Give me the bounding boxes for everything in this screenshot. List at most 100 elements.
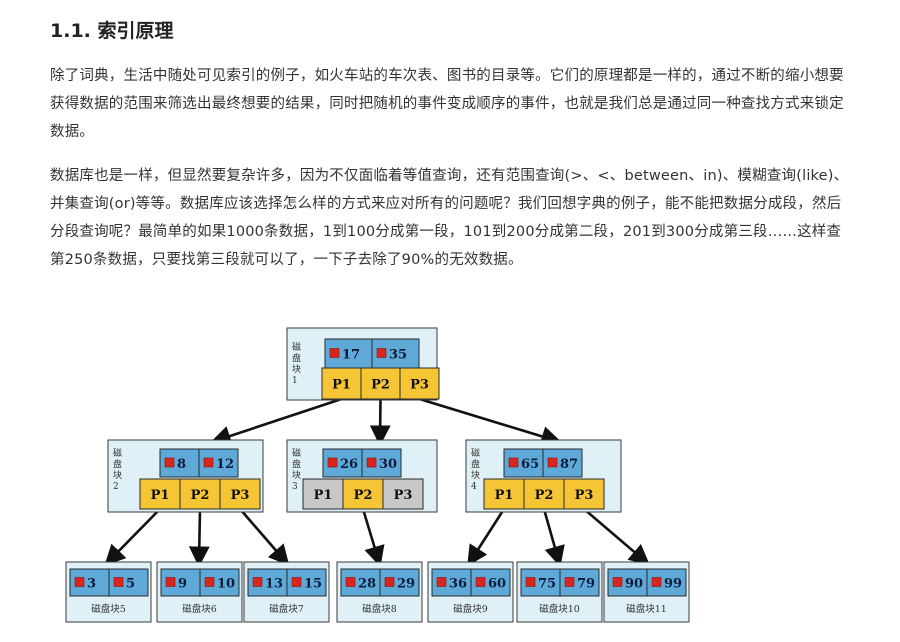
leaf-key-value: 3 — [87, 577, 96, 592]
internal-pointer-label: P3 — [575, 488, 594, 503]
leaf-data-marker — [651, 577, 662, 587]
root-data-marker — [329, 348, 340, 358]
leaf-data-marker — [612, 577, 623, 587]
leaf-node-label: 磁盘块9 — [453, 603, 488, 615]
internal-pointer-label: P2 — [354, 488, 373, 503]
section-heading: 1.1. 索引原理 — [50, 20, 174, 42]
leaf-key-value: 29 — [397, 577, 415, 592]
tree-edge-arrow — [467, 508, 506, 567]
internal-data-marker — [547, 457, 558, 468]
internal-key-value: 30 — [379, 457, 397, 472]
tree-edge-arrow — [188, 508, 210, 568]
root-pointer-cell — [321, 367, 362, 400]
root-pointer-cell — [399, 367, 440, 400]
leaf-node-label: 磁盘块11 — [626, 603, 667, 615]
tree-edge-arrow — [542, 508, 565, 568]
leaf-node-label: 磁盘块8 — [362, 603, 397, 615]
internal-pointer-cell — [139, 478, 181, 510]
internal-pointer-label: P1 — [495, 488, 514, 503]
leaf-data-marker — [113, 577, 124, 587]
leaf-data-marker — [475, 577, 486, 587]
root-pointer-label: P3 — [410, 378, 429, 393]
leaf-key-value: 13 — [265, 577, 283, 592]
leaf-node-label: 磁盘块6 — [182, 603, 217, 615]
internal-pointer-cell — [179, 478, 221, 510]
internal-data-marker — [508, 457, 519, 468]
tree-edge-arrow — [419, 397, 562, 447]
tree-edge-arrow — [210, 397, 342, 446]
internal-pointer-cell — [563, 478, 605, 510]
internal-pointer-label: P3 — [231, 488, 250, 503]
leaf-data-marker — [204, 577, 215, 587]
leaf-key-value: 36 — [449, 577, 467, 592]
leaf-key-value: 9 — [178, 577, 187, 592]
internal-key-value: 12 — [216, 457, 234, 472]
leaf-key-value: 60 — [488, 577, 506, 592]
leaf-key-value: 90 — [625, 577, 643, 592]
leaf-data-marker — [165, 577, 176, 587]
tree-edge-arrow — [104, 508, 161, 566]
internal-data-marker — [366, 457, 377, 468]
root-key-value: 17 — [342, 348, 360, 363]
tree-edge-arrow — [583, 508, 650, 566]
internal-data-marker — [327, 457, 338, 468]
root-data-marker — [376, 348, 387, 358]
internal-pointer-cell — [523, 478, 565, 510]
tree-edge-arrow — [369, 398, 391, 447]
leaf-key-value: 79 — [577, 577, 595, 592]
root-pointer-cell — [360, 367, 401, 400]
root-pointer-label: P2 — [371, 378, 390, 393]
leaf-data-marker — [74, 577, 85, 587]
leaf-data-marker — [345, 577, 356, 587]
internal-pointer-label: P2 — [535, 488, 554, 503]
internal-pointer-label: P1 — [314, 488, 333, 503]
leaf-key-value: 75 — [538, 577, 556, 592]
leaf-key-cell — [286, 568, 327, 597]
leaf-data-marker — [564, 577, 575, 587]
leaf-data-marker — [252, 577, 263, 587]
leaf-key-value: 28 — [358, 577, 376, 592]
leaf-data-marker — [525, 577, 536, 587]
leaf-data-marker — [384, 577, 395, 587]
root-pointer-label: P1 — [332, 378, 351, 393]
tree-edge-arrow — [361, 508, 385, 567]
internal-pointer-label: P3 — [394, 488, 413, 503]
internal-data-marker — [203, 457, 214, 468]
internal-pointer-cell — [342, 478, 384, 510]
tree-edge-arrow — [239, 508, 290, 566]
root-key-value: 35 — [389, 348, 407, 363]
internal-pointer-cell — [483, 478, 525, 510]
leaf-node-label: 磁盘块5 — [91, 603, 126, 615]
paragraph-intro: 除了词典，生活中随处可见索引的例子，如火车站的车次表、图书的目录等。它们的原理都… — [50, 68, 844, 140]
internal-key-value: 26 — [340, 457, 358, 472]
leaf-key-value: 99 — [664, 577, 682, 592]
internal-pointer-cell — [219, 478, 261, 510]
leaf-node: 90 99 磁盘块11 — [603, 561, 690, 623]
internal-key-value: 65 — [521, 457, 539, 472]
leaf-key-value: 5 — [126, 577, 135, 592]
leaf-key-value: 15 — [304, 577, 322, 592]
leaf-node-label: 磁盘块7 — [269, 603, 304, 615]
internal-pointer-cell — [302, 478, 344, 510]
leaf-key-value: 10 — [217, 577, 235, 592]
leaf-node-label: 磁盘块10 — [539, 603, 580, 615]
paragraph-database: 数据库也是一样，但显然要复杂许多，因为不仅面临着等值查询，还有范围查询(>、<、… — [50, 168, 849, 268]
leaf-node: 75 79 磁盘块10 — [516, 561, 603, 623]
internal-key-value: 8 — [177, 457, 186, 472]
internal-pointer-label: P1 — [151, 488, 170, 503]
internal-pointer-cell — [382, 478, 424, 510]
leaf-data-marker — [291, 577, 302, 587]
